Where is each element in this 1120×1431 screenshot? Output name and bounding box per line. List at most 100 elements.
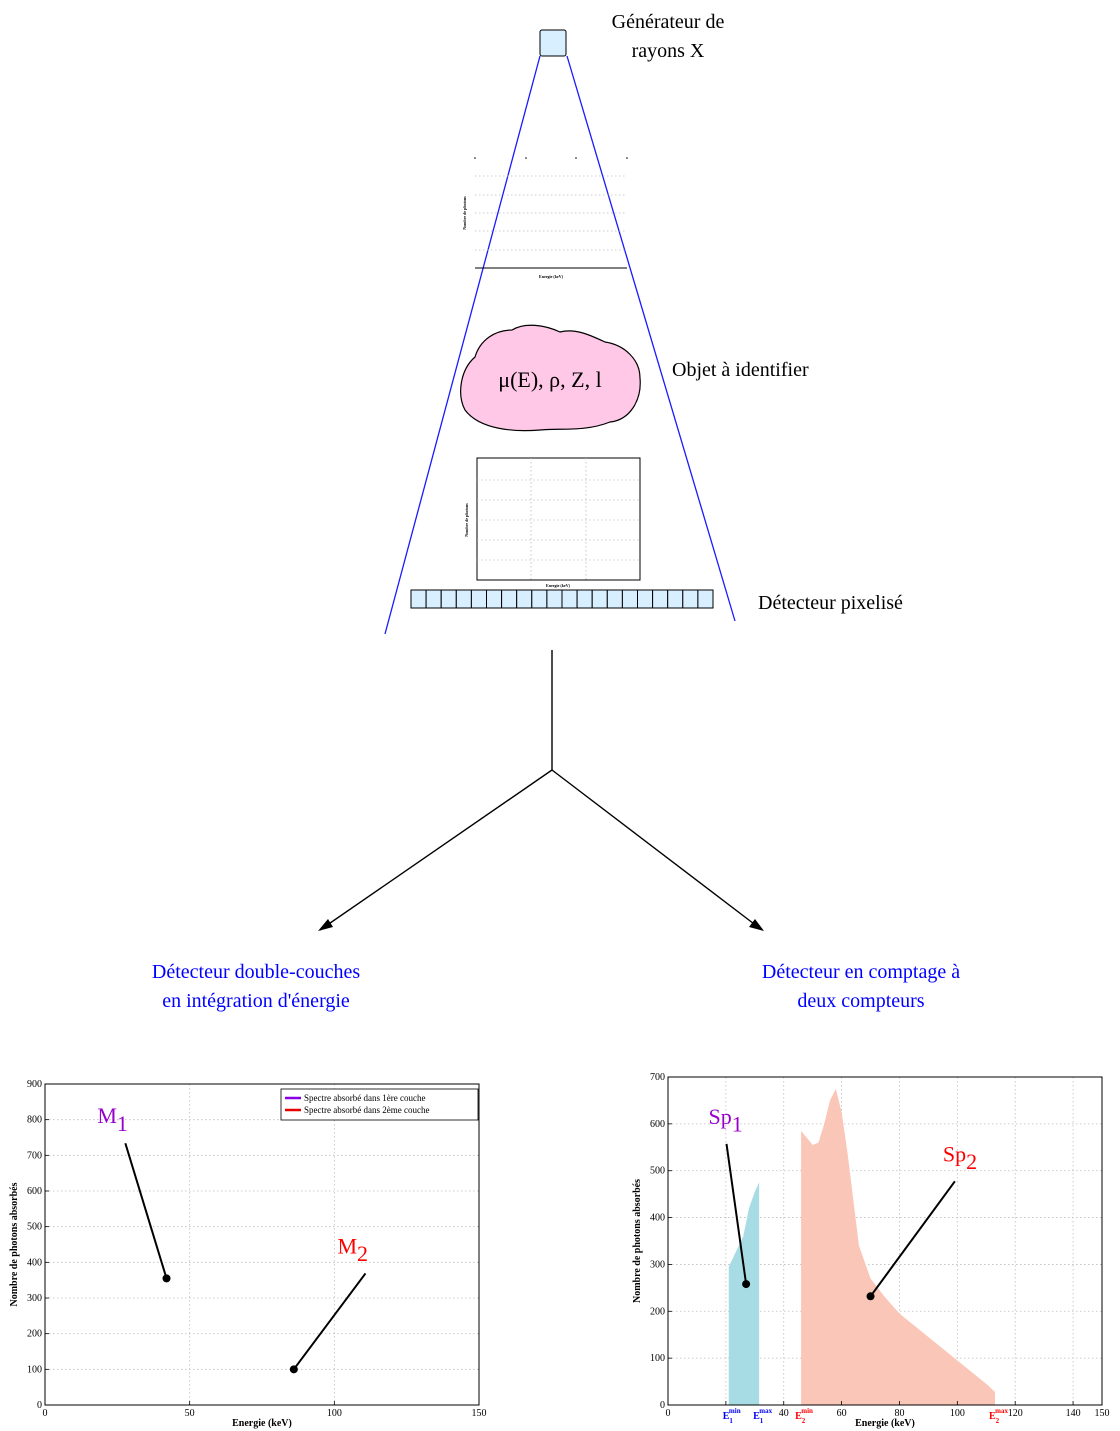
transmitted-spectrum-plot: Energie (keV) Nombre de photons (464, 457, 641, 588)
chart-legend-entry: Spectre absorbé dans 2ème couche (304, 1105, 429, 1115)
chart-x-tick-label: 0 (666, 1408, 671, 1419)
chart-threshold-label: E1max (753, 1407, 773, 1425)
incident-plot-tick-dot (575, 157, 577, 159)
left-title-line2: en intégration d'énergie (162, 990, 350, 1012)
chart-annotation-marker (866, 1292, 875, 1301)
detector-pixel-cell (425, 589, 442, 609)
detector-pixel-cell (576, 589, 593, 609)
chart-y-tick-label: 100 (27, 1364, 42, 1375)
generator-label-line2: rayons X (632, 40, 705, 62)
chart-y-tick-label: 100 (650, 1353, 665, 1364)
chart-area-sp1 (728, 1182, 760, 1405)
branch-left-line (319, 769, 553, 931)
chart-point-marker (162, 1274, 171, 1283)
left-title-line1: Détecteur double-couches (152, 961, 360, 983)
chart-y-tick-label: 0 (37, 1400, 42, 1411)
detector-pixel-cell (606, 589, 623, 609)
chart-annotation-leader-line (725, 1143, 748, 1285)
chart-frame (44, 1083, 480, 1406)
chart-y-tick-label: 0 (660, 1400, 665, 1411)
branch-right-arrowhead (749, 919, 764, 931)
chart-legend-entry: Spectre absorbé dans 1ère couche (304, 1093, 425, 1103)
detector-pixel-cell (621, 589, 639, 609)
transmitted-plot-xlabel: Energie (keV) (546, 583, 571, 588)
xray-generator-box (539, 29, 567, 57)
chart-point-label: M2 (337, 1233, 368, 1266)
chart-x-tick-label: 140 (1066, 1408, 1081, 1419)
detector-pixel-cell (501, 589, 518, 609)
detector-pixel-cell (546, 589, 563, 609)
detector-pixel-cell (637, 589, 654, 609)
chart-y-tick-label: 400 (650, 1213, 665, 1224)
chart-x-tick-label: 150 (1095, 1408, 1110, 1419)
right-title-line2: deux compteurs (797, 990, 924, 1012)
branch-left-arrowhead (318, 919, 333, 931)
detector-pixel-cell (531, 589, 548, 609)
chart-y-tick-label: 300 (650, 1259, 665, 1270)
generator-label-line1: Générateur de (612, 11, 725, 33)
chart-y-tick-label: 800 (27, 1115, 42, 1126)
incident-spectrum-plot: Energie (keV) Nombre de photons (462, 157, 628, 279)
chart-x-tick-label: 100 (950, 1408, 965, 1419)
pixel-detector (410, 589, 714, 609)
chart-legend: Spectre absorbé dans 1ère coucheSpectre … (280, 1088, 479, 1121)
chart-x-tick-label: 50 (185, 1408, 195, 1419)
chart-annotation-marker (742, 1280, 751, 1289)
chart-x-tick-label: 60 (837, 1408, 847, 1419)
chart-y-tick-label: 500 (27, 1222, 42, 1233)
chart-x-tick-label: 120 (1008, 1408, 1023, 1419)
object-label: Objet à identifier (672, 359, 809, 381)
chart-y-tick-label: 600 (650, 1119, 665, 1130)
detector-pixel-cell (697, 589, 714, 609)
detector-pixel-cell (455, 589, 472, 609)
incident-plot-ylabel: Nombre de photons (462, 196, 467, 230)
chart-point-leader-line (124, 1142, 168, 1279)
chart-x-tick-label: 0 (43, 1408, 48, 1419)
detector-pixel-cell (682, 589, 699, 609)
incident-plot-tick-dot (525, 157, 527, 159)
chart-x-tick-label: 150 (472, 1408, 487, 1419)
detector-pixel-cell (410, 589, 427, 609)
chart-annotation-label: Sp2 (943, 1141, 977, 1174)
chart-y-axis-label: Nombre de photons absorbés (9, 1182, 20, 1306)
object-blob (460, 324, 641, 432)
detector-pixel-cell (470, 589, 487, 609)
chart-y-tick-label: 900 (27, 1079, 42, 1090)
incident-plot-xlabel: Energie (keV) (539, 274, 564, 279)
chart-y-tick-label: 700 (27, 1150, 42, 1161)
beam-right-line (566, 55, 736, 622)
chart-y-tick-label: 200 (27, 1329, 42, 1340)
chart-y-tick-label: 600 (27, 1186, 42, 1197)
chart-legend-box (280, 1088, 479, 1121)
detector-pixel-cell (516, 589, 533, 609)
chart-x-tick-label: 80 (894, 1408, 904, 1419)
chart-frame (667, 1076, 1103, 1406)
chart-point-label: M1 (97, 1103, 128, 1136)
transmitted-plot-ylabel: Nombre de photons (464, 503, 469, 537)
branch-right-line (551, 769, 763, 931)
detector-label: Détecteur pixelisé (758, 592, 903, 614)
chart-y-tick-label: 300 (27, 1293, 42, 1304)
chart-threshold-label: E1min (723, 1407, 741, 1425)
detector-pixel-cell (561, 589, 578, 609)
beam-left-line (384, 55, 541, 635)
incident-plot-tick-dot (474, 157, 476, 159)
chart-x-tick-label: 100 (327, 1408, 342, 1419)
chart-point-leader-line (293, 1272, 367, 1370)
chart-point-marker (289, 1365, 298, 1374)
chart-x-tick-label: 40 (779, 1408, 789, 1419)
chart-annotation-label: Sp1 (709, 1104, 743, 1137)
incident-plot-tick-dot (626, 157, 628, 159)
chart-plot-area (45, 1084, 479, 1405)
chart-threshold-label: E2max (989, 1407, 1009, 1425)
detector-pixel-cell (652, 589, 669, 609)
chart-y-tick-label: 200 (650, 1306, 665, 1317)
chart-y-tick-label: 400 (27, 1257, 42, 1268)
chart-y-tick-label: 500 (650, 1166, 665, 1177)
chart-x-axis-label: Energie (keV) (855, 1418, 915, 1429)
detector-pixel-cell (591, 589, 608, 609)
object-formula: μ(E), ρ, Z, l (498, 367, 601, 392)
detector-pixel-cell (486, 589, 503, 609)
